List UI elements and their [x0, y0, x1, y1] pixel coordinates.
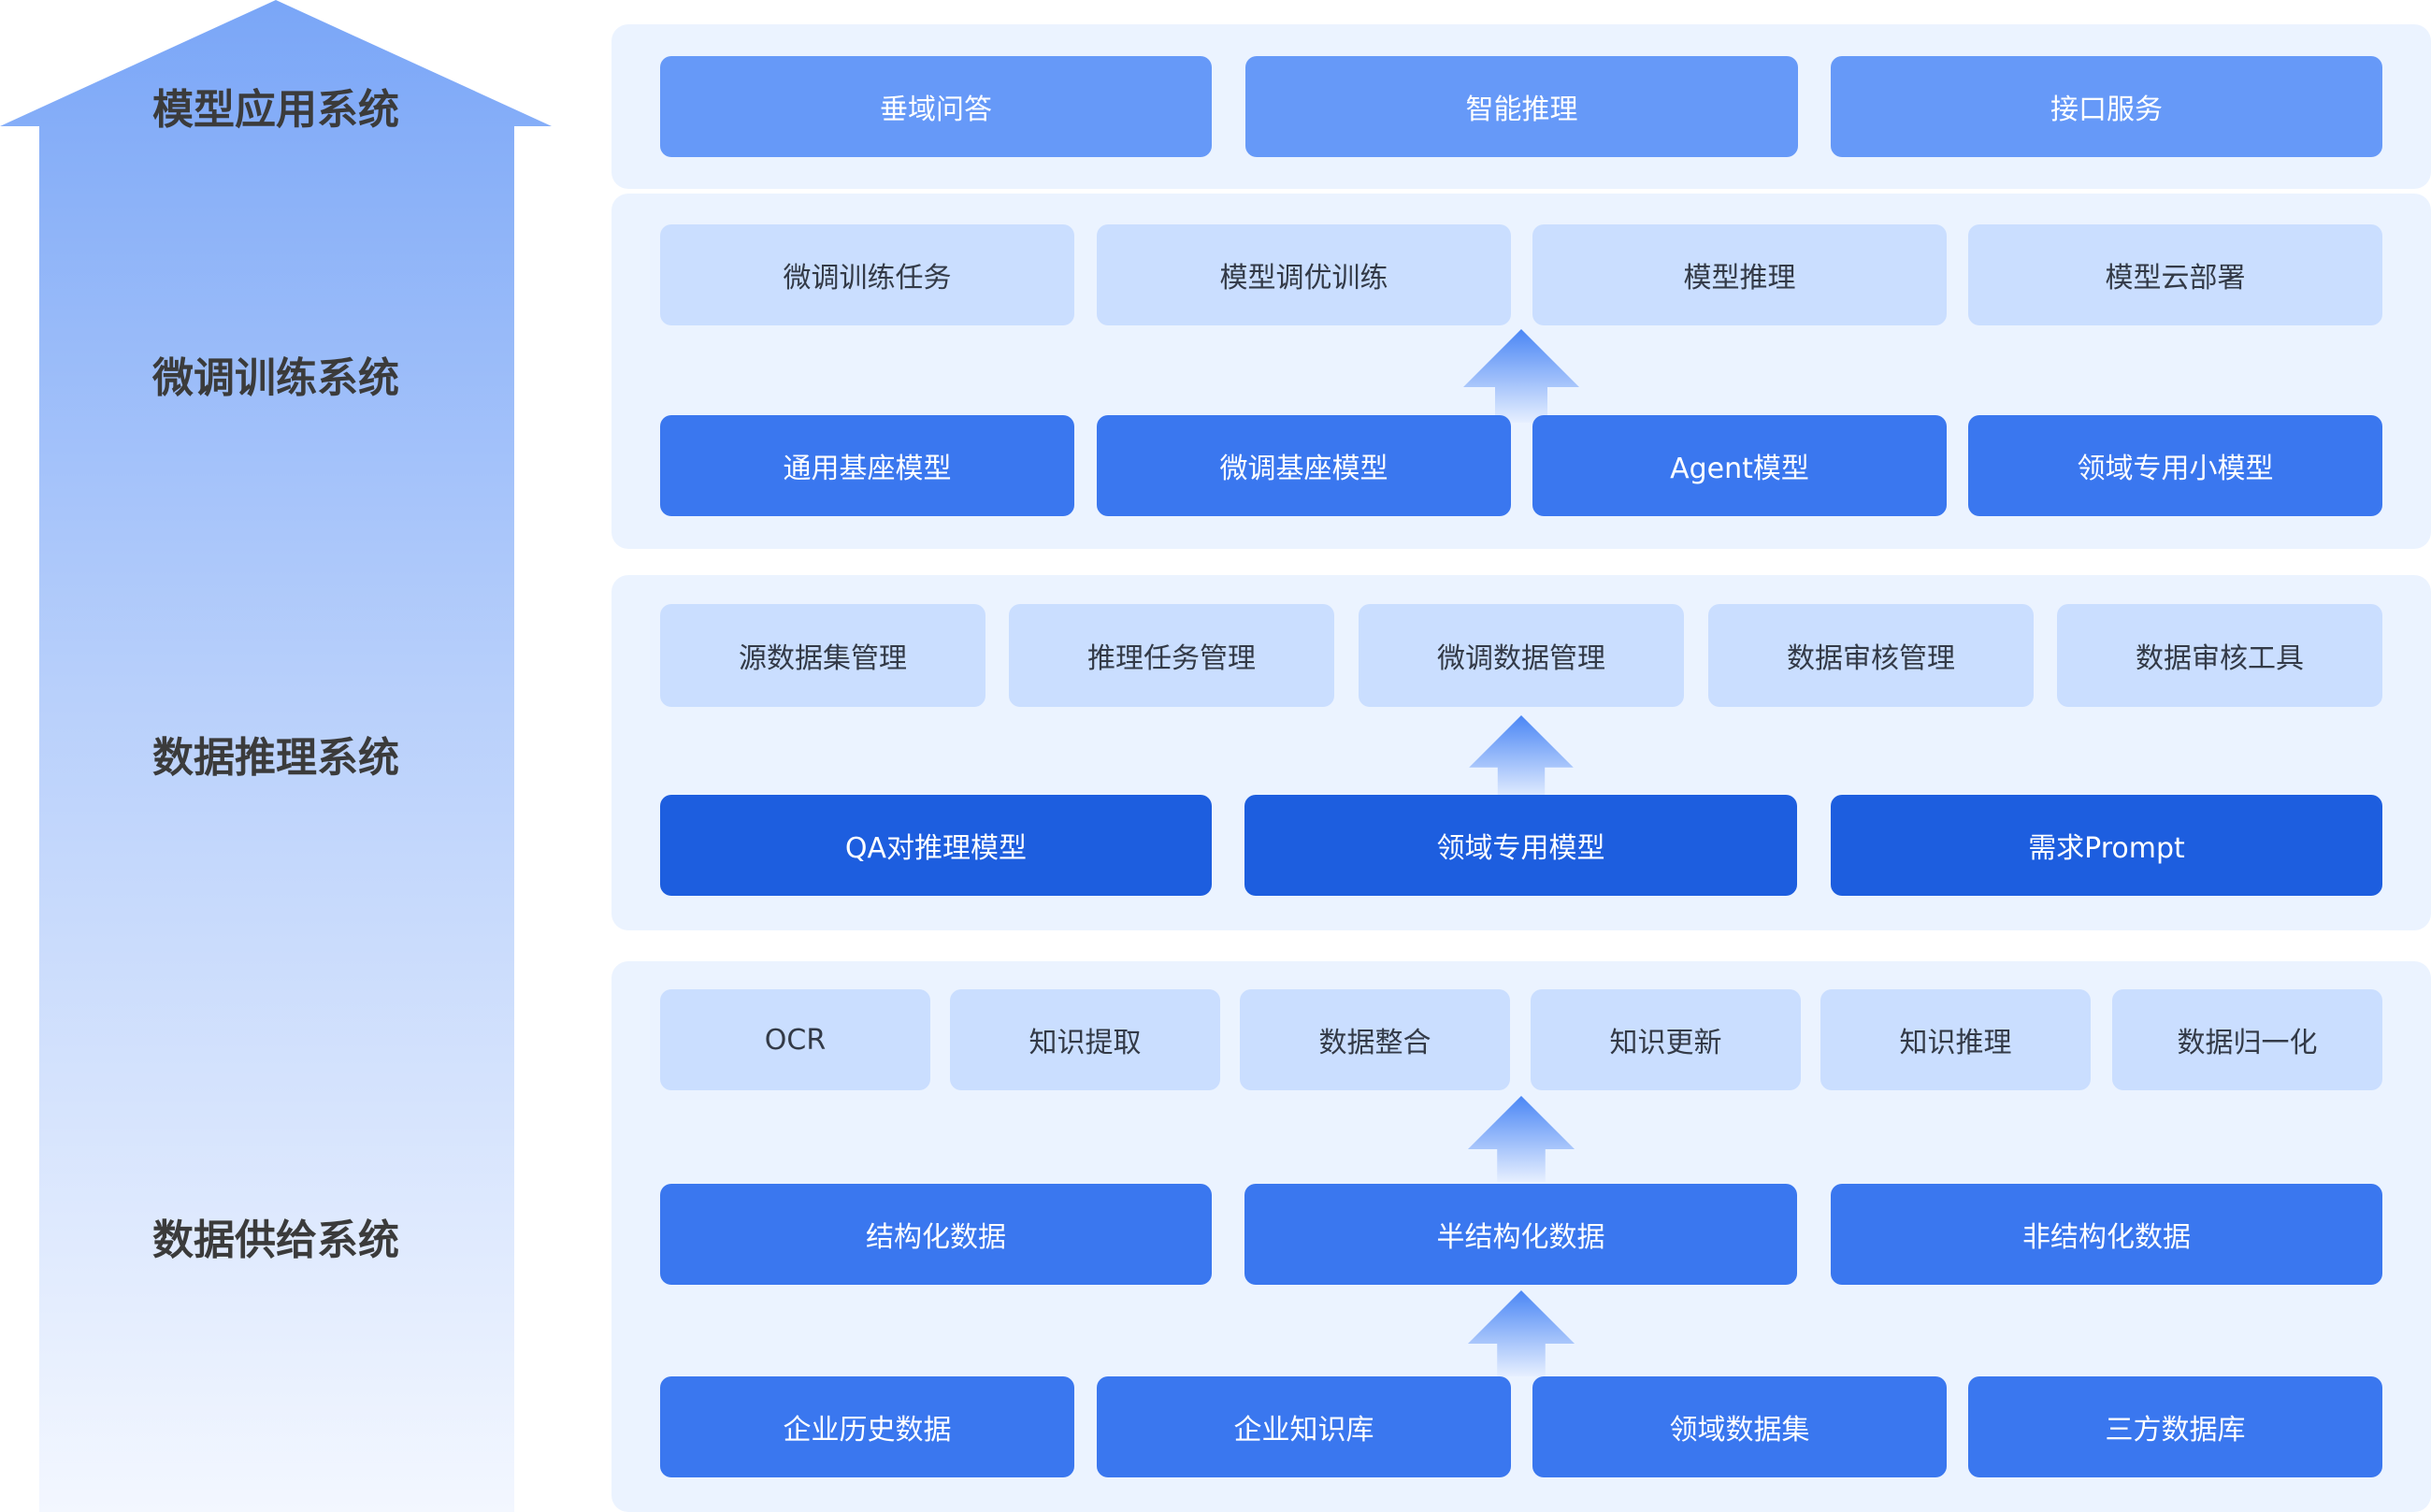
- supply-box-normalization[interactable]: 数据归一化: [2112, 989, 2382, 1090]
- inference-box-review-mgmt[interactable]: 数据审核管理: [1708, 604, 2034, 707]
- app-box-smart-reasoning[interactable]: 智能推理: [1245, 56, 1798, 157]
- supply-box-ocr[interactable]: OCR: [660, 989, 930, 1090]
- finetune-box-tuning[interactable]: 模型调优训练: [1097, 224, 1511, 325]
- inference-box-qa-model[interactable]: QA对推理模型: [660, 795, 1212, 896]
- inference-box-demand-prompt[interactable]: 需求Prompt: [1831, 795, 2382, 896]
- supply-box-knowledge-base[interactable]: 企业知识库: [1097, 1376, 1511, 1477]
- supply-box-third-party-db[interactable]: 三方数据库: [1968, 1376, 2382, 1477]
- finetune-box-cloud-deploy[interactable]: 模型云部署: [1968, 224, 2382, 325]
- inference-box-review-tool[interactable]: 数据审核工具: [2057, 604, 2382, 707]
- supply-box-knowledge-update[interactable]: 知识更新: [1531, 989, 1801, 1090]
- inference-box-domain-model[interactable]: 领域专用模型: [1244, 795, 1797, 896]
- inference-box-task-mgmt[interactable]: 推理任务管理: [1009, 604, 1334, 707]
- layer-label-application: 模型应用系统: [152, 86, 399, 134]
- supply-box-domain-dataset[interactable]: 领域数据集: [1532, 1376, 1947, 1477]
- layer-label-supply: 数据供给系统: [152, 1217, 399, 1264]
- system-stack-arrow-icon: [0, 0, 552, 1512]
- supply-box-data-integration[interactable]: 数据整合: [1240, 989, 1510, 1090]
- finetune-box-general-base-model[interactable]: 通用基座模型: [660, 415, 1074, 516]
- up-arrow-icon: [1463, 329, 1579, 423]
- up-arrow-icon: [1467, 1096, 1575, 1182]
- supply-box-knowledge-extract[interactable]: 知识提取: [950, 989, 1220, 1090]
- finetune-box-training-task[interactable]: 微调训练任务: [660, 224, 1074, 325]
- finetune-box-domain-small-model[interactable]: 领域专用小模型: [1968, 415, 2382, 516]
- app-box-api-service[interactable]: 接口服务: [1831, 56, 2382, 157]
- inference-box-source-dataset[interactable]: 源数据集管理: [660, 604, 985, 707]
- supply-box-unstructured[interactable]: 非结构化数据: [1831, 1184, 2382, 1285]
- app-box-vertical-qa[interactable]: 垂域问答: [660, 56, 1212, 157]
- finetune-box-inference[interactable]: 模型推理: [1532, 224, 1947, 325]
- finetune-box-tuned-base-model[interactable]: 微调基座模型: [1097, 415, 1511, 516]
- supply-box-history-data[interactable]: 企业历史数据: [660, 1376, 1074, 1477]
- supply-box-structured[interactable]: 结构化数据: [660, 1184, 1212, 1285]
- layer-label-finetune: 微调训练系统: [152, 354, 399, 402]
- up-arrow-icon: [1467, 1290, 1575, 1376]
- layer-label-inference: 数据推理系统: [152, 734, 399, 782]
- inference-box-finetune-data[interactable]: 微调数据管理: [1359, 604, 1684, 707]
- supply-box-semi-structured[interactable]: 半结构化数据: [1244, 1184, 1797, 1285]
- supply-box-knowledge-reasoning[interactable]: 知识推理: [1820, 989, 2091, 1090]
- up-arrow-icon: [1469, 715, 1574, 799]
- finetune-box-agent-model[interactable]: Agent模型: [1532, 415, 1947, 516]
